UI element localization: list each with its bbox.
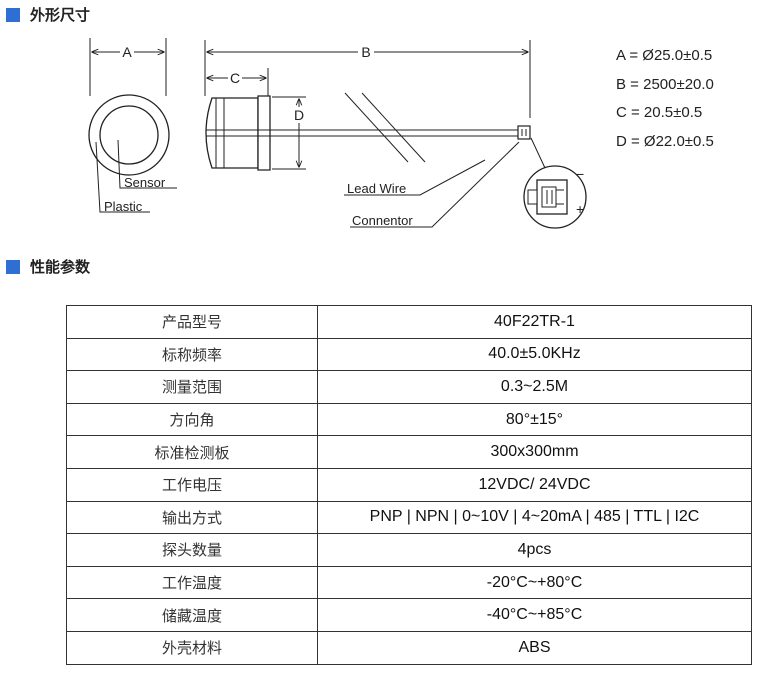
dim-b-group: B xyxy=(204,40,531,118)
param-cell: 工作电压 xyxy=(66,467,318,502)
table-row: 产品型号 40F22TR-1 xyxy=(66,305,752,339)
connector-detail-circle xyxy=(523,165,587,229)
param-cell: 测量范围 xyxy=(66,370,318,404)
value-cell: PNP | NPN | 0~10V | 4~20mA | 485 | TTL |… xyxy=(317,500,752,535)
performance-section-title: 性能参数 xyxy=(30,258,91,276)
value-cell: 40F22TR-1 xyxy=(317,305,752,339)
param-cell: 储藏温度 xyxy=(66,598,318,632)
param-cell: 外壳材料 xyxy=(66,630,318,665)
pin-minus-label: − xyxy=(576,166,584,182)
dim-c-label: C xyxy=(230,70,240,86)
value-cell: 4pcs xyxy=(317,533,752,567)
param-cell: 探头数量 xyxy=(66,533,318,567)
param-cell: 标称频率 xyxy=(66,337,318,372)
param-cell: 标准检测板 xyxy=(66,435,318,469)
table-row: 工作电压 12VDC/ 24VDC xyxy=(66,467,752,502)
lead-wire-label: Lead Wire xyxy=(347,181,406,196)
table-row: 外壳材料 ABS xyxy=(66,630,752,665)
table-row: 储藏温度 -40°C~+85°C xyxy=(66,598,752,632)
dim-spec-b: B = 2500±20.0 xyxy=(616,75,714,93)
outline-section-header: 外形尺寸 xyxy=(6,4,90,25)
small-connector xyxy=(517,125,531,140)
performance-section-header: 性能参数 xyxy=(6,256,90,277)
param-cell: 产品型号 xyxy=(66,305,318,339)
section-marker-icon xyxy=(6,259,20,274)
connector-label: Connentor xyxy=(352,213,413,228)
table-row: 方向角 80°±15° xyxy=(66,402,752,437)
pin-plus-label: + xyxy=(576,201,584,217)
value-cell: 300x300mm xyxy=(317,435,752,469)
connector-detail xyxy=(527,179,568,215)
table-row: 标准检测板 300x300mm xyxy=(66,435,752,469)
param-cell: 工作温度 xyxy=(66,565,318,600)
table-row: 输出方式 PNP | NPN | 0~10V | 4~20mA | 485 | … xyxy=(66,500,752,535)
table-row: 标称频率 40.0±5.0KHz xyxy=(66,337,752,372)
table-row: 测量范围 0.3~2.5M xyxy=(66,370,752,404)
value-cell: -40°C~+85°C xyxy=(317,598,752,632)
dim-b-label: B xyxy=(361,44,370,60)
value-cell: -20°C~+80°C xyxy=(317,565,752,600)
plastic-label: Plastic xyxy=(104,199,143,214)
dim-d-group: D xyxy=(272,96,307,170)
sensor-label: Sensor xyxy=(124,175,166,190)
value-cell: 40.0±5.0KHz xyxy=(317,337,752,372)
outer-circle xyxy=(88,94,170,176)
dim-d-label: D xyxy=(294,107,304,123)
dim-a-label: A xyxy=(122,44,132,60)
dim-spec-a: A = Ø25.0±0.5 xyxy=(616,47,713,64)
dimension-drawing: A Sensor Plastic B C xyxy=(0,30,780,245)
table-row: 工作温度 -20°C~+80°C xyxy=(66,565,752,600)
inner-circle xyxy=(99,105,159,165)
spec-table: 产品型号 40F22TR-1 标称频率 40.0±5.0KHz 测量范围 0.3… xyxy=(66,305,752,665)
value-cell: 0.3~2.5M xyxy=(317,370,752,404)
dim-c-group: C xyxy=(207,68,269,96)
dim-a-group: A xyxy=(89,38,167,96)
table-row: 探头数量 4pcs xyxy=(66,533,752,567)
dim-spec-c: C = 20.5±0.5 xyxy=(616,104,703,121)
section-marker-icon xyxy=(6,7,20,22)
dimension-spec-list: A = Ø25.0±0.5 B = 2500±20.0 C = 20.5±0.5… xyxy=(616,42,714,156)
outline-section-title: 外形尺寸 xyxy=(30,6,91,24)
sensor-side-view xyxy=(205,95,271,171)
param-cell: 输出方式 xyxy=(66,500,318,535)
value-cell: ABS xyxy=(317,630,752,665)
sensor-outline-svg: A Sensor Plastic B C xyxy=(88,38,587,229)
value-cell: 80°±15° xyxy=(317,402,752,437)
value-cell: 12VDC/ 24VDC xyxy=(317,467,752,502)
param-cell: 方向角 xyxy=(66,402,318,437)
dim-spec-d: D = Ø22.0±0.5 xyxy=(616,132,714,150)
